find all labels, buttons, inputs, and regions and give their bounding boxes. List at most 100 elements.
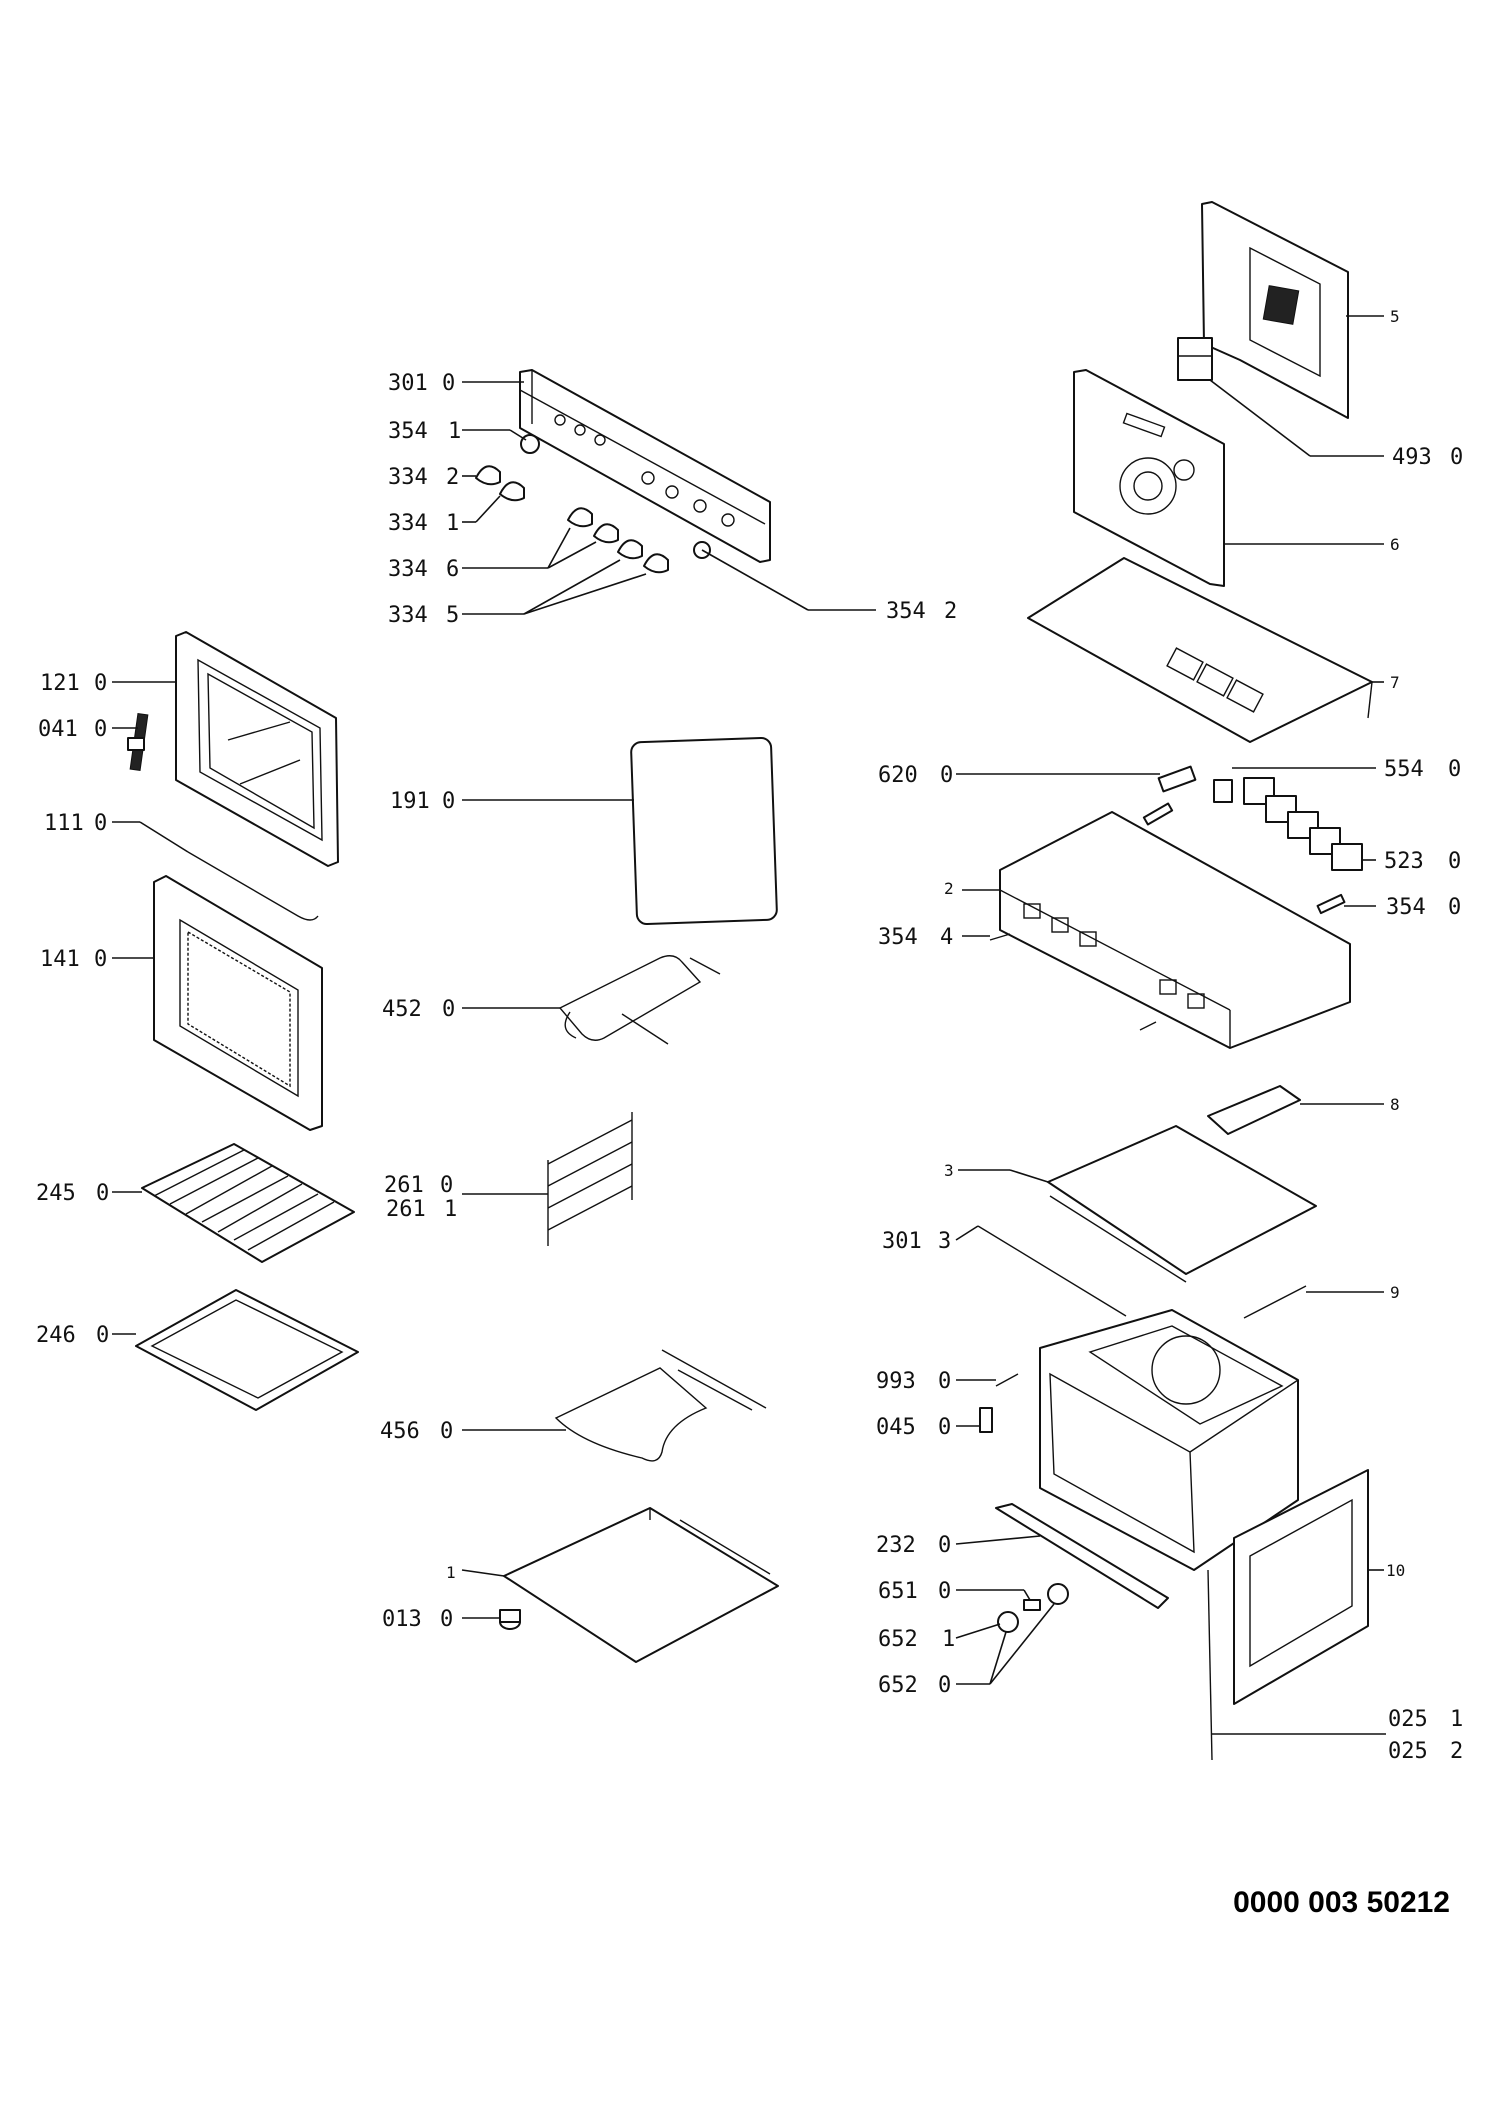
outer-door-part: [153, 875, 323, 1131]
svg-text:993: 993: [876, 1369, 916, 1394]
svg-text:232: 232: [876, 1533, 916, 1558]
svg-text:0: 0: [442, 997, 455, 1022]
svg-text:245: 245: [36, 1181, 76, 1206]
svg-text:0: 0: [94, 947, 107, 972]
svg-text:0: 0: [96, 1323, 109, 1348]
svg-text:334: 334: [388, 557, 428, 582]
baking-tray-part: [135, 1289, 359, 1411]
svg-text:025: 025: [1388, 1739, 1428, 1764]
callout-2: 2: [944, 879, 954, 898]
callout-993-0: 993 0: [876, 1369, 951, 1394]
svg-text:9: 9: [1390, 1283, 1400, 1302]
callout-1: 1: [446, 1563, 456, 1582]
callout-334-6: 334 6: [388, 557, 459, 582]
svg-text:8: 8: [1390, 1095, 1400, 1114]
callout-452-0: 452 0: [382, 997, 455, 1022]
svg-text:301: 301: [882, 1229, 922, 1254]
svg-text:493: 493: [1392, 445, 1432, 470]
svg-text:7: 7: [1390, 673, 1400, 692]
document-number: 0000 003 50212: [1233, 1886, 1450, 1919]
svg-text:025: 025: [1388, 1707, 1428, 1732]
svg-text:4: 4: [940, 925, 953, 950]
svg-text:0: 0: [440, 1173, 453, 1198]
svg-text:1: 1: [448, 419, 461, 444]
svg-text:6: 6: [446, 557, 459, 582]
svg-text:246: 246: [36, 1323, 76, 1348]
svg-text:141: 141: [40, 947, 80, 972]
svg-text:6: 6: [1390, 535, 1400, 554]
front-strip-part: [995, 1503, 1169, 1609]
lower-element-part: [554, 1349, 767, 1462]
callout-334-1: 334 1: [388, 511, 459, 536]
divider-plate-part: [1047, 1125, 1317, 1283]
side-rail-part: [547, 1112, 633, 1246]
oven-cavity-part: [1039, 1309, 1299, 1571]
svg-text:0: 0: [94, 717, 107, 742]
svg-text:1: 1: [942, 1627, 955, 1652]
svg-text:013: 013: [382, 1607, 422, 1632]
svg-text:0: 0: [938, 1369, 951, 1394]
lamp-parts: [997, 1583, 1069, 1633]
glass-pane-part: [630, 736, 778, 926]
svg-text:1: 1: [444, 1197, 457, 1222]
svg-text:045: 045: [876, 1415, 916, 1440]
callout-261-1: 261 1: [386, 1197, 457, 1222]
callout-246-0: 246 0: [36, 1323, 109, 1348]
svg-text:0: 0: [442, 371, 455, 396]
svg-text:2: 2: [1450, 1739, 1463, 1764]
door-inner-frame-part: [175, 631, 339, 867]
callout-7: 7: [1390, 673, 1400, 692]
control-housing-part: [999, 811, 1351, 1049]
rod-part: [977, 1225, 1127, 1317]
svg-text:261: 261: [386, 1197, 426, 1222]
callout-9: 9: [1390, 1283, 1400, 1302]
svg-text:3: 3: [938, 1229, 951, 1254]
callout-3: 3: [944, 1161, 954, 1180]
svg-text:1: 1: [446, 511, 459, 536]
svg-text:452: 452: [382, 997, 422, 1022]
svg-text:554: 554: [1384, 757, 1424, 782]
svg-text:354: 354: [388, 419, 428, 444]
callout-025-2: 025 2: [1388, 1739, 1463, 1764]
svg-text:620: 620: [878, 763, 918, 788]
callout-8: 8: [1390, 1095, 1400, 1114]
svg-text:354: 354: [878, 925, 918, 950]
svg-text:2: 2: [944, 599, 957, 624]
fan-cover-part: [1073, 369, 1225, 587]
svg-text:0: 0: [938, 1673, 951, 1698]
svg-text:334: 334: [388, 511, 428, 536]
svg-text:121: 121: [40, 671, 80, 696]
svg-text:354: 354: [1386, 895, 1426, 920]
svg-text:0: 0: [938, 1415, 951, 1440]
vertical-rail-part: [1207, 1569, 1213, 1761]
hinge-part: [127, 713, 149, 771]
svg-text:0: 0: [1450, 445, 1463, 470]
svg-text:652: 652: [878, 1627, 918, 1652]
svg-text:10: 10: [1386, 1561, 1405, 1580]
leader-lines: [112, 315, 1386, 1735]
svg-text:2: 2: [944, 879, 954, 898]
callout-354-4: 354 4: [878, 925, 953, 950]
callout-493-0: 493 0: [1392, 445, 1463, 470]
top-plate-part: [1027, 557, 1373, 743]
svg-text:2: 2: [446, 465, 459, 490]
door-rod-part: [187, 851, 319, 921]
svg-text:0: 0: [94, 811, 107, 836]
callout-301-3: 301 3: [882, 1229, 951, 1254]
control-panel-part: [519, 369, 771, 563]
